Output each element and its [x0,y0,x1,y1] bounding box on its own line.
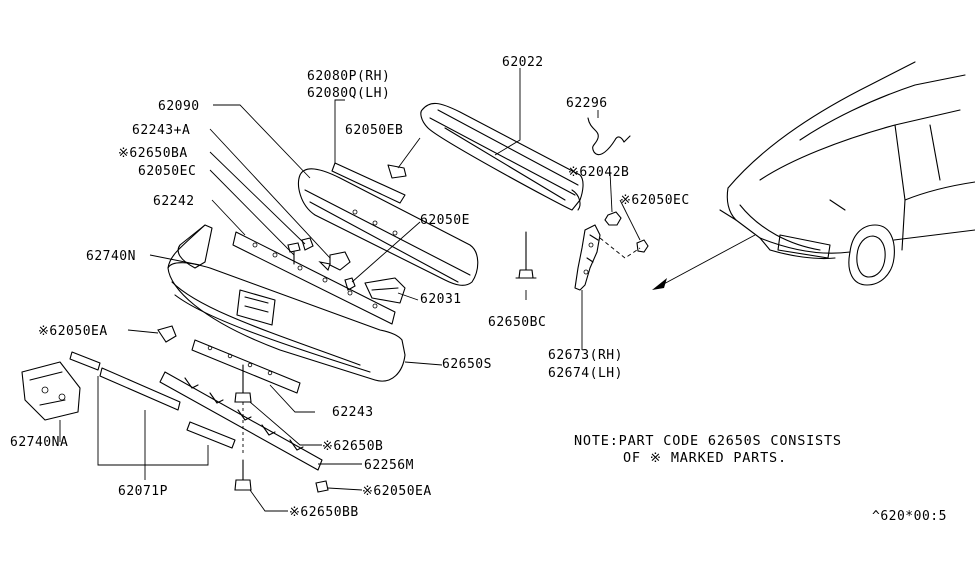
label-62080q: 62080Q(LH) [307,86,390,101]
part-62650b-bolt [234,364,252,455]
label-62050ea-left: ※62050EA [38,324,108,339]
label-62050ec-right: ※62050EC [620,193,690,208]
part-62071p-strips [69,351,236,449]
label-62050eb: 62050EB [345,123,403,138]
part-62650bc-bolt [515,231,537,279]
car-illustration [719,61,975,286]
label-62022: 62022 [502,55,544,70]
part-62740na-bracket [21,361,81,421]
part-62242-retainer [232,231,396,325]
part-62090-absorber [297,168,479,286]
label-62740n: 62740N [86,249,136,264]
label-62256m: 62256M [364,458,414,473]
part-62050ea-clip-right [315,480,329,493]
label-62674: 62674(LH) [548,366,623,381]
part-62050ea-clip-left [157,325,177,343]
label-62050e: 62050E [420,213,470,228]
label-62740na: 62740NA [10,435,68,450]
part-62243-molding [191,339,301,394]
part-62050eb-clip [387,164,407,179]
direction-arrow [652,234,756,290]
label-62242: 62242 [153,194,195,209]
note-line-2: OF ※ MARKED PARTS. [623,450,787,466]
label-62650b: ※62650B [322,439,383,454]
part-62650bb-bolt [234,459,252,491]
label-62650s: 62650S [442,357,492,372]
part-62042b-nut [604,211,622,226]
part-62050ec-clip-right [636,239,649,253]
part-62080-strip [331,162,406,204]
label-62050ea-right: ※62050EA [362,484,432,499]
label-62650ba: ※62650BA [118,146,188,161]
part-62256m-bracket [159,371,323,471]
part-62031-bracket [364,277,406,304]
part-62673-bracket [574,224,641,291]
leader-lines [59,68,641,512]
label-62080p: 62080P(RH) [307,69,390,84]
label-62243a: 62243+A [132,123,190,138]
part-62022-reinforcement [420,102,584,211]
label-62296: 62296 [566,96,608,111]
diagram-code: ^620*00:5 [872,509,947,524]
label-62090: 62090 [158,99,200,114]
label-62042b: ※62042B [568,165,629,180]
note-block: NOTE:PART CODE 62650S CONSISTS OF ※ MARK… [574,433,842,466]
label-62650bb: ※62650BB [289,505,359,520]
label-62071p: 62071P [118,484,168,499]
part-62296-wire [587,117,631,156]
part-small-fasteners [287,237,351,272]
label-62650bc: 62650BC [488,315,546,330]
note-line-1: NOTE:PART CODE 62650S CONSISTS [574,433,842,449]
label-62031: 62031 [420,292,462,307]
label-62050ec-left: 62050EC [138,164,196,179]
label-62243: 62243 [332,405,374,420]
part-62650s-fascia [167,224,406,382]
label-62673: 62673(RH) [548,348,623,363]
part-labels: 62022 62080P(RH) 62080Q(LH) 62296 62090 … [10,55,690,520]
